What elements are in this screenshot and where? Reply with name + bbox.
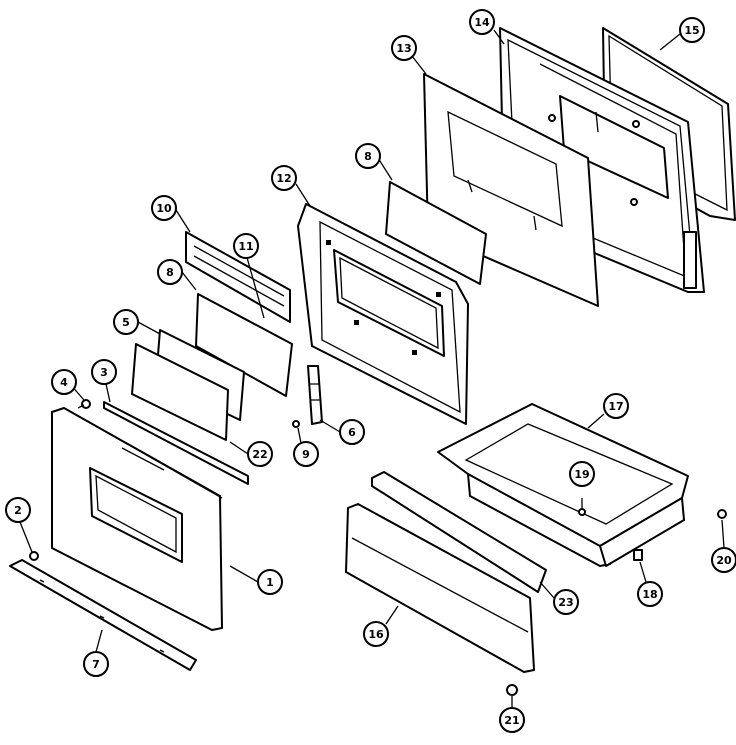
callout-3-label: 3 xyxy=(100,366,108,379)
callout-12: 12 xyxy=(271,165,297,191)
callout-9: 9 xyxy=(293,441,319,467)
part-22-glass-pane xyxy=(131,343,229,441)
callout-22: 22 xyxy=(247,441,273,467)
part-12-door-liner xyxy=(297,203,469,425)
callout-7-label: 7 xyxy=(92,658,100,671)
callout-2: 2 xyxy=(5,497,31,523)
part-17-storage-drawer xyxy=(437,403,689,567)
part-10-door-top-bracket xyxy=(185,231,291,323)
part-6-door-hinge-bracket xyxy=(307,365,323,425)
part-4-screw xyxy=(77,399,91,409)
callout-14: 14 xyxy=(469,9,495,35)
callout-22-label: 22 xyxy=(252,448,267,461)
part-16-drawer-front xyxy=(345,503,535,673)
callout-8-lower-label: 8 xyxy=(166,266,174,279)
part-3-door-trim xyxy=(103,401,249,485)
callout-21-label: 21 xyxy=(504,714,519,727)
part-18-clip xyxy=(633,549,643,561)
callout-9-label: 9 xyxy=(302,448,310,461)
callout-19-label: 19 xyxy=(574,468,589,481)
callout-16-label: 16 xyxy=(368,628,384,641)
callout-20: 20 xyxy=(711,547,736,573)
part-2-screw xyxy=(29,551,39,561)
callout-21: 21 xyxy=(499,707,525,733)
callout-13-label: 13 xyxy=(396,42,411,55)
part-20-nut xyxy=(717,509,727,519)
callout-3: 3 xyxy=(91,359,117,385)
callout-20-label: 20 xyxy=(716,554,732,567)
callout-17: 17 xyxy=(603,393,629,419)
callout-11: 11 xyxy=(233,233,259,259)
callout-4: 4 xyxy=(51,369,77,395)
callout-15: 15 xyxy=(679,17,705,43)
callout-1: 1 xyxy=(257,569,283,595)
callout-14-label: 14 xyxy=(474,16,490,29)
callout-23: 23 xyxy=(553,589,579,615)
callout-8-upper-label: 8 xyxy=(364,150,372,163)
callout-6-hinge-label: 6 xyxy=(348,426,356,439)
callout-1-label: 1 xyxy=(266,576,274,589)
callout-10-label: 10 xyxy=(156,202,172,215)
callout-15-label: 15 xyxy=(684,24,699,37)
part-21-nut xyxy=(506,684,518,696)
callout-19: 19 xyxy=(569,461,595,487)
callout-18-label: 18 xyxy=(642,588,657,601)
part-8-upper-glass-pane xyxy=(385,181,487,285)
callout-23-label: 23 xyxy=(558,596,573,609)
callout-11-label: 11 xyxy=(238,240,253,253)
callout-5-label: 5 xyxy=(122,316,130,329)
callout-8-lower: 8 xyxy=(157,259,183,285)
leader-lines xyxy=(19,29,725,708)
callout-12-label: 12 xyxy=(276,172,291,185)
part-9-screw xyxy=(292,420,300,428)
callout-8-upper: 8 xyxy=(355,143,381,169)
callout-10: 10 xyxy=(151,195,177,221)
callout-6-hinge: 6 xyxy=(339,419,365,445)
callout-2-label: 2 xyxy=(14,504,22,517)
part-7-kick-plate xyxy=(9,559,197,671)
part-8-lower-glass-pane xyxy=(195,293,293,397)
callout-4-label: 4 xyxy=(60,376,68,389)
callout-16: 16 xyxy=(363,621,389,647)
callout-7: 7 xyxy=(83,651,109,677)
callout-17-label: 17 xyxy=(608,400,623,413)
part-23-drawer-trim xyxy=(371,471,547,593)
callout-13: 13 xyxy=(391,35,417,61)
callout-5: 5 xyxy=(113,309,139,335)
part-1-oven-door xyxy=(51,407,223,631)
callout-18: 18 xyxy=(637,581,663,607)
part-19-screw xyxy=(578,498,586,516)
